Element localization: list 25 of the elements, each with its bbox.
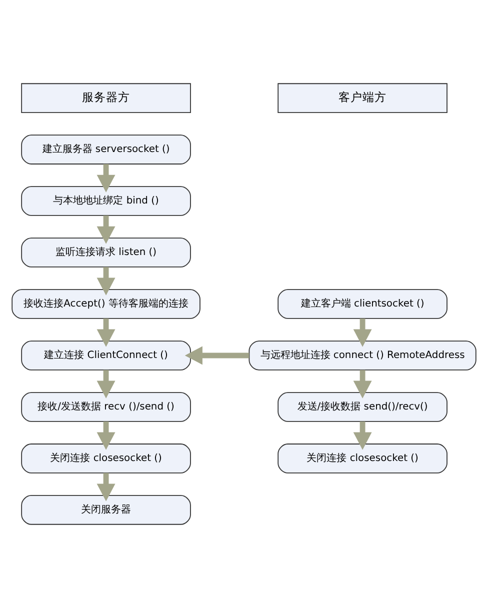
arrow [353,370,372,398]
arrow [353,318,372,347]
arrow [96,164,116,192]
arrow [184,346,250,365]
node-box: 建立服务器 serversocket () [21,134,191,164]
node-box: 与远程地址连接 connect () RemoteAddress [248,340,476,370]
node-box: 关闭连接 closesocket () [278,444,448,474]
node-box: 接收/发送数据 recv ()/send () [21,392,191,422]
node-box: 客户端方 [278,83,448,113]
node-box: 与本地地址绑定 bind () [21,186,191,216]
node-box: 关闭服务器 [21,495,191,525]
arrow [353,421,372,450]
arrow [96,318,116,347]
arrow [96,216,116,244]
node-box: 建立客户端 clientsocket () [278,289,448,319]
arrow [96,267,116,296]
node-box: 监听连接请求 listen () [21,238,191,268]
node-box: 建立连接 ClientConnect () [21,340,191,370]
arrow [96,370,116,398]
node-box: 关闭连接 closesocket () [21,444,191,474]
node-box: 接收连接Accept() 等待客服端的连接 [12,289,200,319]
arrow [96,421,116,450]
arrow [96,472,116,502]
node-box: 发送/接收数据 send()/recv() [278,392,448,422]
node-box: 服务器方 [21,83,191,113]
